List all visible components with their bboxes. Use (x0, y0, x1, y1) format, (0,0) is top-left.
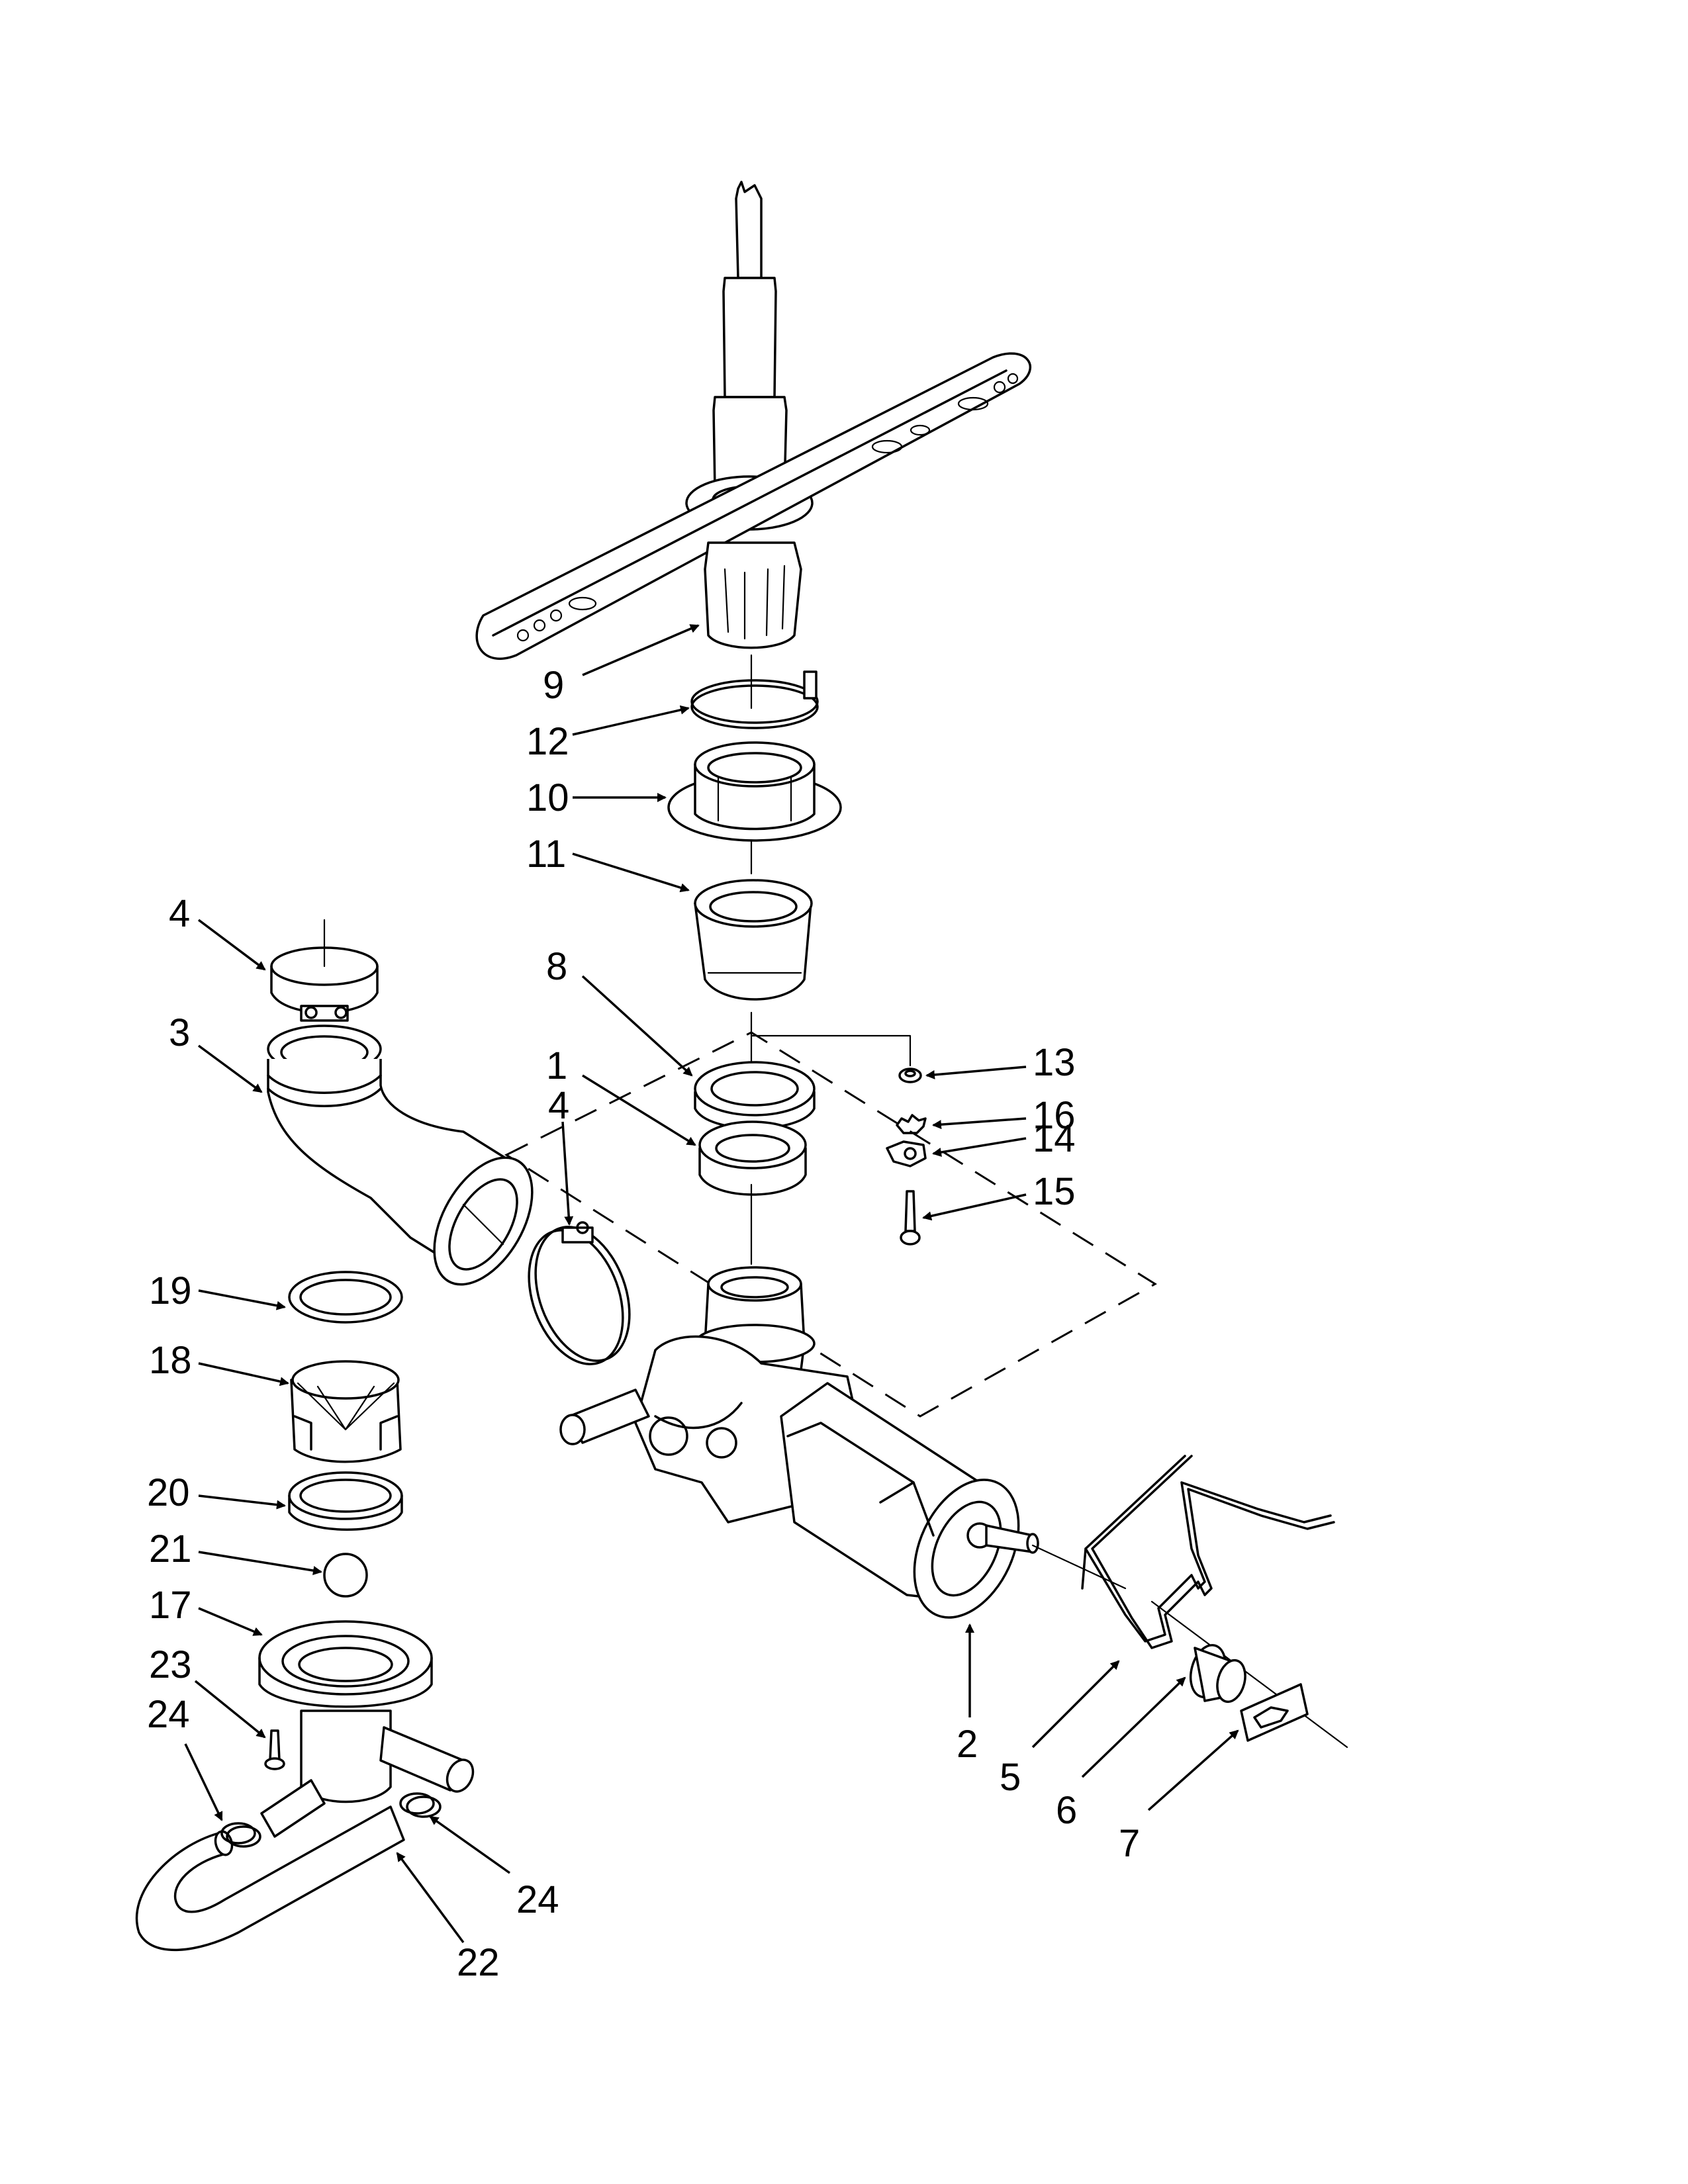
callout-12: 12 (526, 720, 569, 763)
callout-19: 19 (149, 1269, 192, 1312)
callout-5: 5 (1000, 1756, 1021, 1799)
callout-23: 23 (149, 1643, 192, 1686)
callout-15: 15 (1033, 1170, 1076, 1213)
callout-24-right: 24 (516, 1878, 559, 1921)
hub-flange-nut (667, 741, 842, 842)
callout-labels: 9 12 10 11 4 3 8 1 4 13 16 14 15 19 18 2… (147, 664, 1140, 1984)
spray-arm-assembly (475, 181, 1032, 660)
leader-lines (184, 624, 1239, 1944)
callout-7: 7 (1119, 1822, 1140, 1865)
callout-4-upper: 4 (169, 892, 190, 935)
callout-16: 16 (1033, 1094, 1076, 1137)
retaining-ring (690, 670, 819, 729)
bearing-cup (694, 879, 813, 1001)
screw (264, 1729, 285, 1770)
mounting-hardware (886, 1068, 927, 1246)
callout-1: 1 (546, 1044, 567, 1087)
callout-3: 3 (169, 1011, 190, 1054)
callout-11: 11 (526, 833, 566, 876)
drain-housing (258, 1620, 475, 1838)
drain-elbow-hose (267, 1024, 534, 1286)
filter-seal-lower (288, 1471, 403, 1531)
callout-22: 22 (457, 1941, 500, 1984)
hose-clamp-lower (528, 1221, 631, 1365)
callout-18: 18 (149, 1339, 192, 1382)
callout-4-lower: 4 (548, 1084, 569, 1127)
filter-seal-upper (288, 1271, 403, 1324)
seal-ring (694, 1061, 816, 1130)
callout-14: 14 (1033, 1117, 1076, 1160)
mounting-plate (1240, 1683, 1309, 1742)
callout-2: 2 (957, 1723, 978, 1766)
callout-8: 8 (546, 945, 567, 988)
check-valve-filter (290, 1360, 402, 1463)
pump-motor-assembly (504, 1031, 1348, 1749)
callout-10: 10 (526, 776, 569, 819)
callout-13: 13 (1033, 1041, 1076, 1084)
pump-gasket (698, 1120, 807, 1196)
callout-6: 6 (1056, 1789, 1077, 1832)
motor-mount-bracket (1081, 1455, 1335, 1649)
hose-clamp-upper (270, 946, 379, 1022)
callout-20: 20 (147, 1471, 190, 1514)
callout-17: 17 (149, 1584, 192, 1627)
callout-21: 21 (149, 1527, 192, 1570)
check-ball (323, 1553, 368, 1598)
callout-9: 9 (543, 664, 564, 707)
motor-mount-grommet (1189, 1644, 1246, 1704)
hose-clamps (220, 1792, 442, 1848)
callout-24-left: 24 (147, 1693, 190, 1736)
